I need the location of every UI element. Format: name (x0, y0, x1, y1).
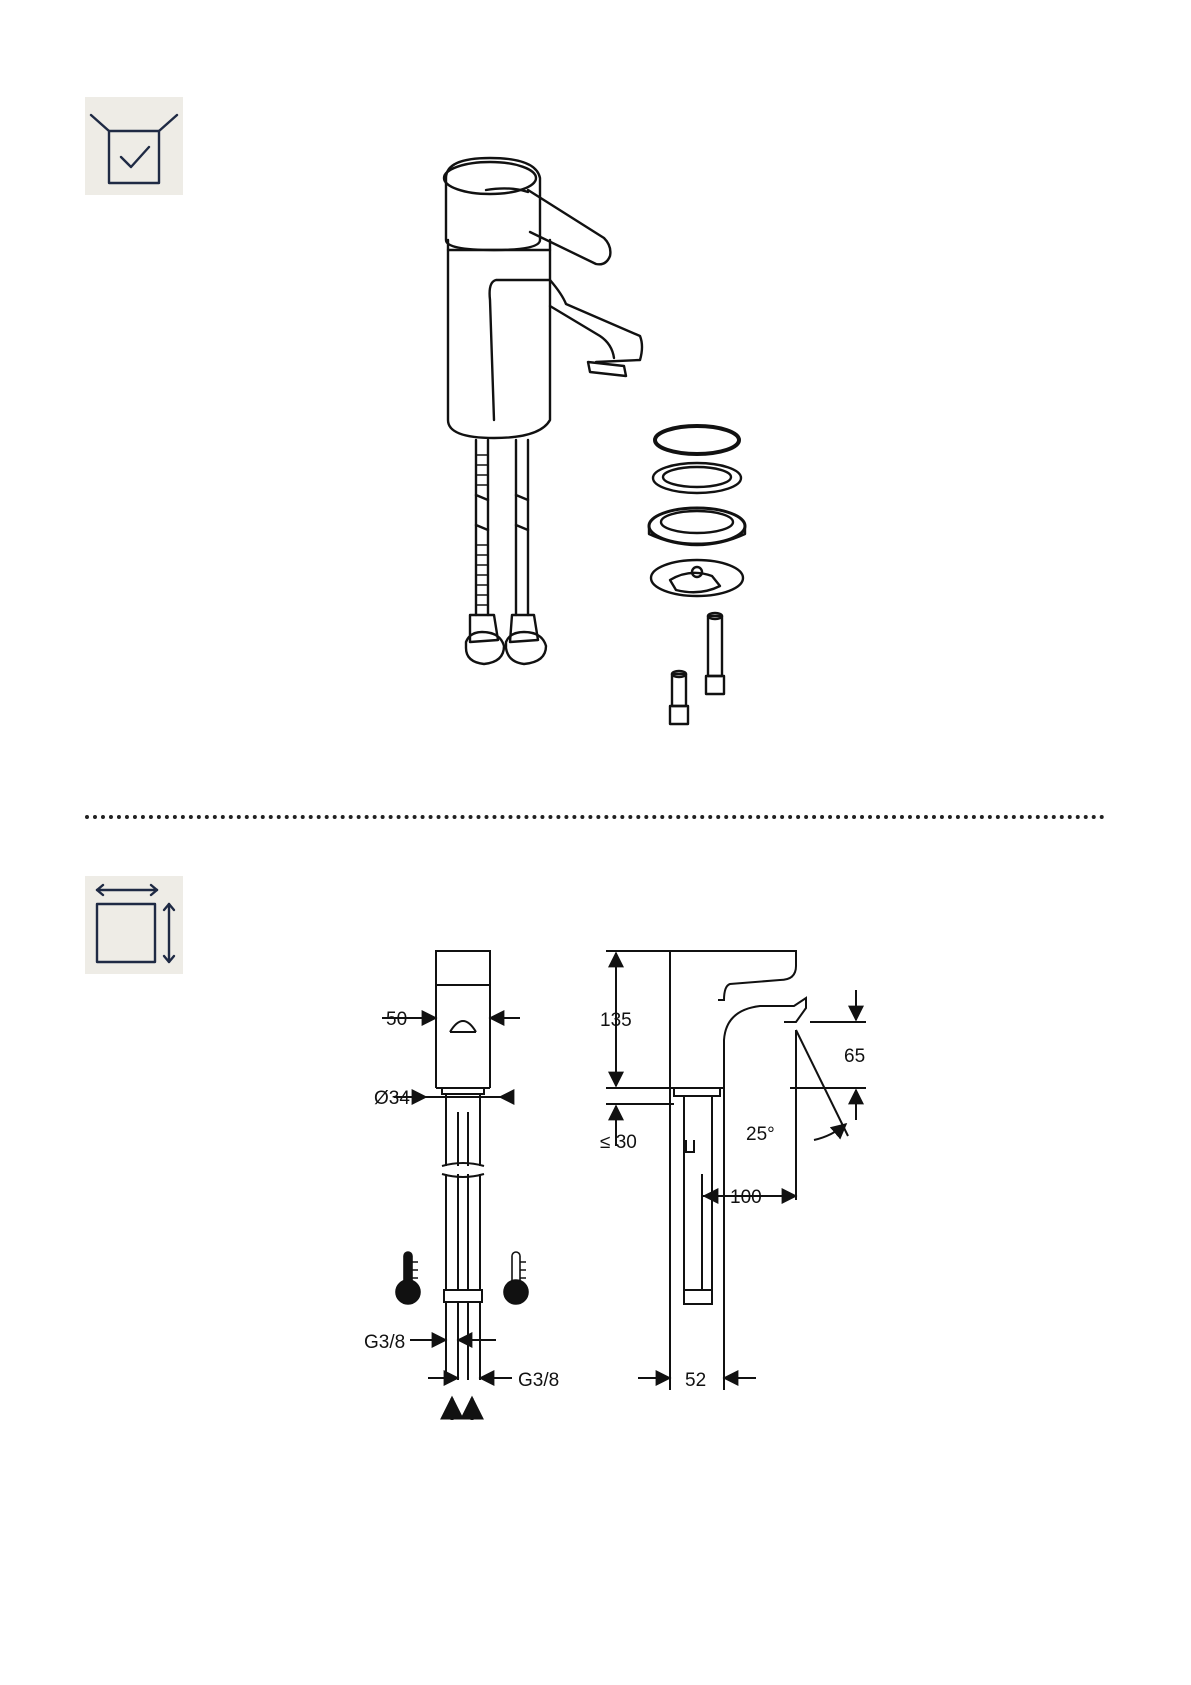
dim-width: 50 (386, 1009, 407, 1030)
dimensions-section-icon (85, 876, 183, 974)
side-view (670, 951, 806, 1304)
dim-base-depth: 52 (685, 1370, 706, 1391)
supply-hoses (476, 440, 528, 615)
dim-height: 135 (600, 1010, 632, 1031)
dim-projection: 100 (730, 1187, 762, 1208)
section-divider (85, 815, 1105, 819)
faucet-cap (446, 158, 540, 250)
dim-spout-height: 65 (844, 1046, 865, 1067)
dim-spout-angle: 25° (746, 1124, 775, 1145)
front-view (426, 951, 500, 1380)
dim-hole-diameter: Ø34 (374, 1088, 410, 1109)
dim-connection-right: G3/8 (518, 1370, 559, 1391)
dimensions-icon (85, 876, 183, 974)
o-ring (655, 426, 739, 454)
hot-water-icon (396, 1252, 420, 1304)
faucet-body (448, 240, 550, 438)
dim-deck-thickness: ≤ 30 (600, 1132, 637, 1153)
hose-nut-right (510, 615, 538, 642)
product-illustration (0, 0, 1191, 800)
dim-connection-left: G3/8 (364, 1332, 405, 1353)
faucet-spout (490, 280, 550, 420)
cold-water-icon (504, 1252, 528, 1304)
threaded-studs (670, 613, 724, 724)
hose-nut-left (470, 615, 498, 642)
